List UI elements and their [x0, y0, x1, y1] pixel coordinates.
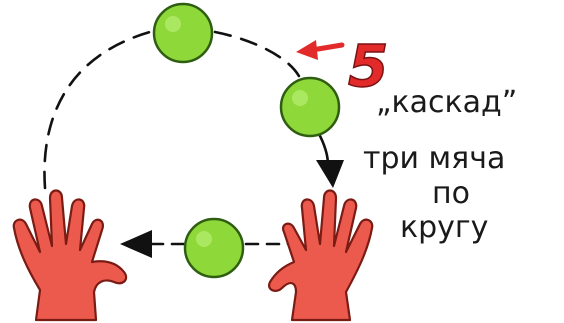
ball-top: [152, 2, 214, 64]
caption-line-1: три мяча: [363, 141, 505, 176]
ball-bottom: [183, 217, 245, 279]
left-hand: [12, 189, 128, 322]
left-arrow-icon: [120, 230, 152, 258]
ball-right: [279, 76, 341, 138]
trajectory-arc: [43, 30, 152, 190]
red-pointer-arrow-icon: [296, 40, 345, 60]
trajectory-arc-top: [213, 30, 302, 80]
caption-line-3: кругу: [400, 210, 488, 245]
right-hand: [268, 189, 374, 322]
down-arrow-icon: [316, 160, 344, 188]
caption-line-2: по: [432, 176, 470, 211]
trick-title: „каскад”: [376, 85, 517, 120]
trick-number: 5: [348, 32, 388, 100]
